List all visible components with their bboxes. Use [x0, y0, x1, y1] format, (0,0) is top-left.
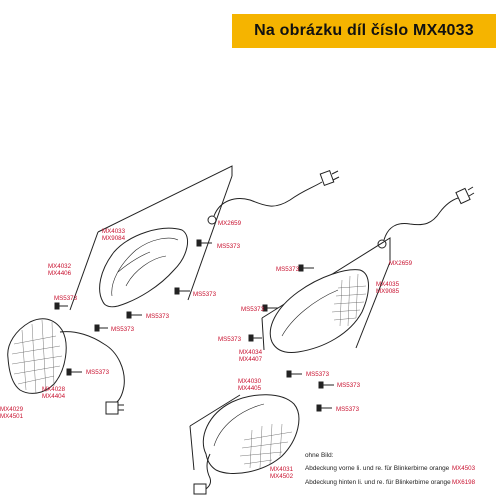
label-mx4034: MX4034 [239, 349, 263, 356]
label-ms5373-c: MS5373 [54, 295, 78, 302]
label-ms5373-b: MS5373 [193, 291, 217, 298]
front-left-housing-shape [99, 227, 189, 308]
front-right-bulb-icon [377, 239, 387, 249]
label-ms5373-a: MS5373 [217, 243, 241, 250]
label-ms5373-f: MS5373 [86, 369, 110, 376]
label-mx2659-right: MX2659 [389, 260, 413, 267]
label-ms5373-j: MS5373 [306, 371, 330, 378]
label-mx4407: MX4407 [239, 356, 263, 363]
label-mx4032: MX4032 [48, 263, 72, 270]
label-ms5373-g: MS5373 [276, 266, 300, 273]
rear-right-connector-icon [193, 483, 207, 495]
label-mx9084: MX9084 [102, 235, 126, 242]
label-ms5373-h: MS5373 [241, 306, 265, 313]
notes-row2-text: Abdeckung hinten li. und re. für Blinker… [305, 479, 451, 486]
label-mx4404: MX4404 [42, 393, 66, 400]
part-number-banner: Na obrázku díl číslo MX4033 [232, 14, 496, 48]
rear-right-lens-shape [202, 394, 300, 474]
label-ms5373-i: MS5373 [218, 336, 242, 343]
label-ms5373-e: MS5373 [111, 326, 135, 333]
rear-right-indicator-group [189, 370, 334, 495]
front-right-housing-shape [269, 269, 369, 353]
label-mx4502: MX4502 [270, 473, 294, 480]
notes-row2-part: MX6198 [452, 479, 476, 486]
front-right-indicator-group [248, 186, 475, 353]
front-left-indicator-group [54, 165, 340, 332]
notes-row1-text: Abdeckung vorne li. und re. für Blinkerb… [305, 465, 450, 472]
notes-heading: ohne Bild: [305, 452, 334, 459]
label-mx4033: MX4033 [102, 228, 126, 235]
notes-row1-part: MX4503 [452, 465, 476, 472]
label-mx4406: MX4406 [48, 270, 72, 277]
label-mx4035: MX4035 [376, 281, 400, 288]
front-left-bulb-icon [207, 215, 217, 225]
label-ms5373-l: MS5373 [336, 406, 360, 413]
label-mx4030: MX4030 [238, 378, 262, 385]
label-ms5373-k: MS5373 [337, 382, 361, 389]
label-mx4405: MX4405 [238, 385, 262, 392]
rear-left-connector-icon [105, 401, 119, 415]
label-mx2659-left: MX2659 [218, 220, 242, 227]
front-left-connector-icon [319, 170, 335, 186]
label-mx4031: MX4031 [270, 466, 294, 473]
label-mx4501: MX4501 [0, 413, 24, 420]
front-right-connector-icon [455, 187, 471, 205]
label-ms5373-d: MS5373 [146, 313, 170, 320]
label-mx9085: MX9085 [376, 288, 400, 295]
label-mx4029: MX4029 [0, 406, 24, 413]
rear-left-indicator-group [7, 318, 125, 415]
label-mx4028: MX4028 [42, 386, 66, 393]
rear-left-lens-shape [7, 318, 67, 394]
